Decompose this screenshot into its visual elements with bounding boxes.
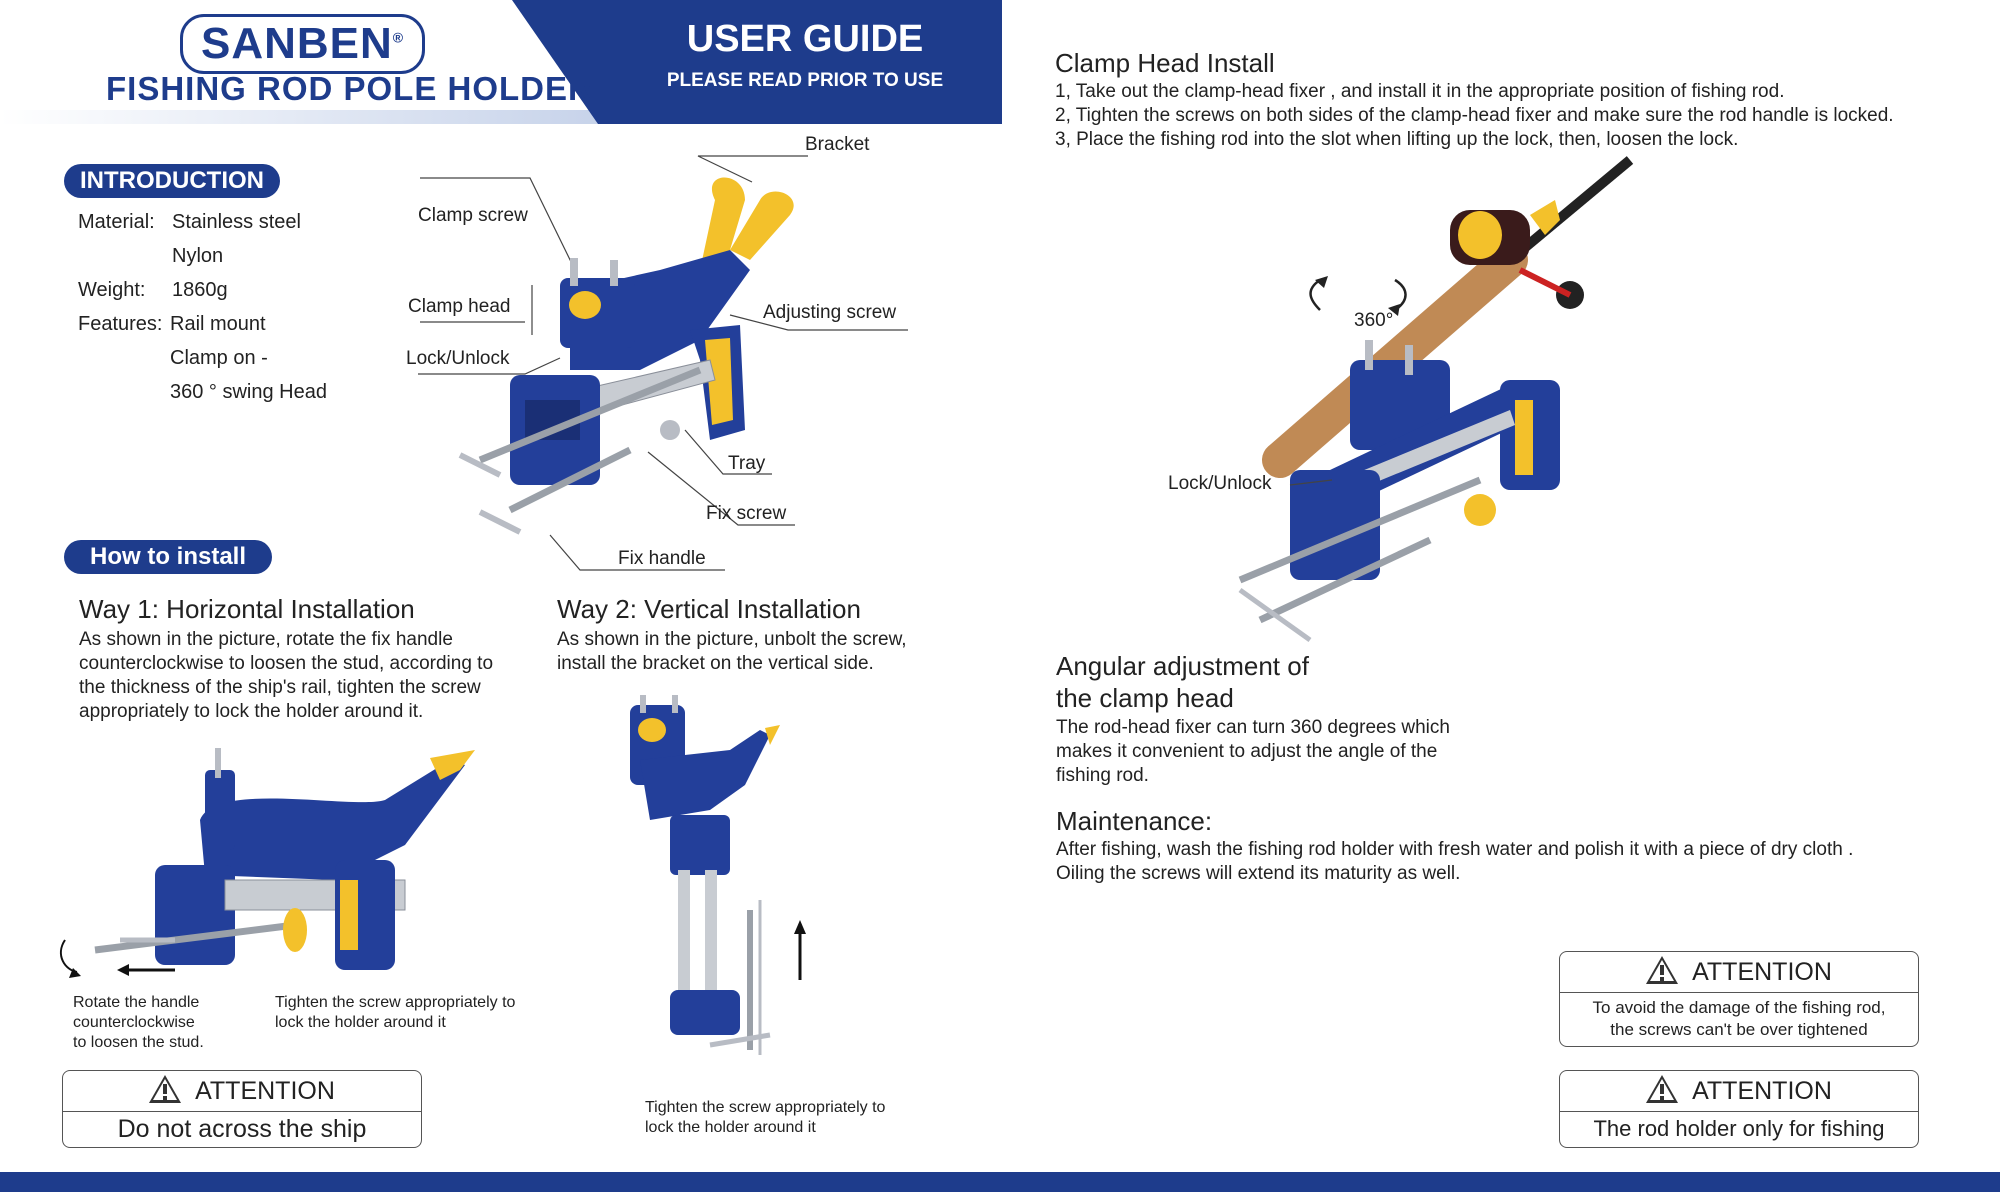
way1-text: As shown in the picture, rotate the fix …: [79, 629, 494, 722]
way1-title: Way 1: Horizontal Installation: [79, 594, 415, 624]
header-band: [0, 0, 1002, 124]
label-bracket: Bracket: [805, 134, 870, 155]
rod-holder-image: [1238, 156, 1634, 643]
label-clamp-head: Clamp head: [408, 296, 511, 317]
angular-title: Angular adjustment of the clamp head: [1056, 651, 1309, 713]
caption-vertical: Tighten the screw appropriately to lock …: [645, 1099, 886, 1136]
label-fix-handle: Fix handle: [618, 548, 706, 569]
install-heading: How to install: [64, 540, 272, 574]
clamp-install-steps: 1, Take out the clamp-head fixer , and i…: [1055, 81, 1894, 150]
introduction-heading: INTRODUCTION: [64, 164, 280, 198]
attention-box-ship: ATTENTION Do not across the ship: [62, 1070, 422, 1148]
horizontal-install-image: [59, 748, 475, 978]
attention-box-fishing: ATTENTION The rod holder only for fishin…: [1559, 1070, 1919, 1148]
footer-band: [0, 1172, 2000, 1192]
label-fix-screw: Fix screw: [706, 503, 787, 524]
material-2: Nylon: [172, 245, 224, 267]
label-clamp-screw: Clamp screw: [418, 205, 528, 226]
vertical-install-image: [630, 695, 806, 1055]
guide-subtitle: PLEASE READ PRIOR TO USE: [666, 70, 944, 91]
warning-icon: [1646, 956, 1679, 984]
label-lock-unlock: Lock/Unlock: [406, 348, 510, 369]
caption-tighten: Tighten the screw appropriately to lock …: [275, 994, 516, 1031]
attention-box-screws: ATTENTION To avoid the damage of the fis…: [1559, 951, 1919, 1047]
guide-title: USER GUIDE: [686, 18, 924, 60]
warning-icon: [149, 1075, 182, 1103]
label-tray: Tray: [728, 453, 766, 474]
holder-diagram: [418, 155, 908, 571]
weight-label: Weight:: [78, 279, 146, 301]
warning-icon: [1646, 1075, 1679, 1103]
clamp-install-title: Clamp Head Install: [1055, 48, 1275, 78]
rod-lock-unlock-label: Lock/Unlock: [1168, 473, 1272, 494]
material-1: Stainless steel: [172, 211, 301, 233]
features-label: Features:: [78, 313, 163, 335]
maintenance-title: Maintenance:: [1056, 806, 1213, 836]
way2-text: As shown in the picture, unbolt the scre…: [557, 629, 907, 674]
label-adjusting-screw: Adjusting screw: [763, 302, 897, 323]
brand-logo: SANBEN®: [180, 14, 426, 74]
rotate-360-label: 360°: [1354, 310, 1394, 331]
feature-3: 360 ° swing Head: [170, 381, 327, 403]
feature-1: Rail mount: [170, 313, 266, 335]
product-title: FISHING ROD POLE HOLDER: [106, 70, 593, 107]
feature-2: Clamp on -: [170, 347, 268, 369]
maintenance-text: After fishing, wash the fishing rod hold…: [1056, 839, 1854, 884]
way2-title: Way 2: Vertical Installation: [557, 594, 861, 624]
weight-value: 1860g: [172, 279, 228, 301]
material-label: Material:: [78, 211, 155, 233]
angular-text: The rod-head fixer can turn 360 degrees …: [1056, 717, 1450, 786]
caption-rotate: Rotate the handle counterclockwise to lo…: [73, 994, 204, 1051]
